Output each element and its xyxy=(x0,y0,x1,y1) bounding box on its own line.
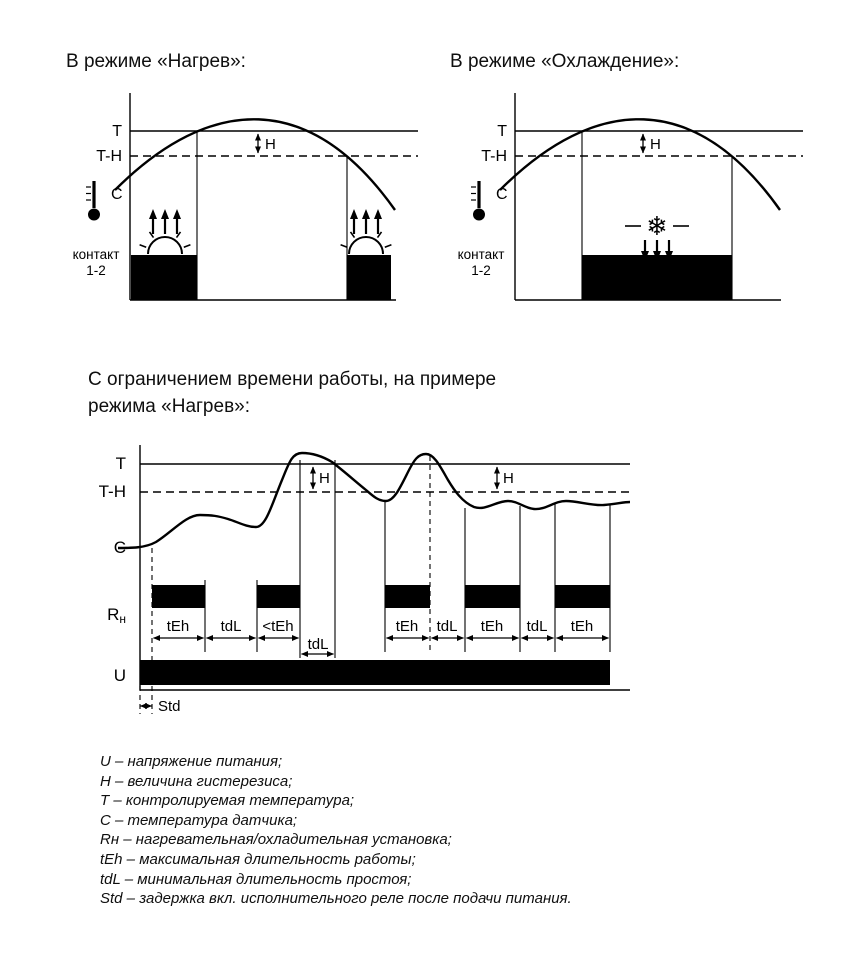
legend-item: Rн – нагревательная/охладительная устано… xyxy=(100,831,452,849)
legend-item: tdL – минимальная длительность простоя; xyxy=(100,870,412,888)
interval-label: tdL xyxy=(221,618,242,635)
time-limit-axes xyxy=(139,445,630,691)
t-label: T xyxy=(112,123,122,140)
interval-label: tdL xyxy=(527,618,548,635)
legend-item: tEh – максимальная длительность работы; xyxy=(100,850,416,868)
contact-label: контакт xyxy=(73,247,120,262)
snowflake-icon: ❄ xyxy=(646,212,668,242)
c-label: C xyxy=(111,186,123,203)
contact-label: 1-2 xyxy=(86,263,106,278)
t-label: T xyxy=(116,454,126,473)
limited-title-line2: режима «Нагрев»: xyxy=(88,396,251,417)
interval-label: tdL xyxy=(308,636,329,653)
limited-title-line1: С ограничением времени работы, на пример… xyxy=(88,369,497,390)
relay-on-bars xyxy=(152,585,610,608)
contact-label: 1-2 xyxy=(471,263,491,278)
contact-on-bar xyxy=(347,255,391,300)
supply-voltage-bar xyxy=(140,660,610,685)
temperature-curve xyxy=(499,118,781,211)
limited-mode-title: С ограничением времени работы, на пример… xyxy=(88,366,496,420)
legend-item: U – напряжение питания; xyxy=(100,753,283,770)
temperature-curve xyxy=(114,118,396,211)
contact-on-bar xyxy=(131,255,197,300)
temperature-curve xyxy=(117,451,631,550)
interval-label: tdL xyxy=(437,618,458,635)
interval-label: tEh xyxy=(571,618,594,635)
interval-label: <tEh xyxy=(262,618,293,635)
time-limit-diagram: tEh tdL <tEh tdL tEh tdL tEh tdL tEh T T… xyxy=(99,445,631,715)
c-label: C xyxy=(496,186,508,203)
thermometer-icon xyxy=(86,181,100,221)
timing-arrows xyxy=(153,635,609,657)
legend-item: C – температура датчика; xyxy=(100,811,298,829)
timing-labels: tEh tdL <tEh tdL tEh tdL tEh tdL tEh xyxy=(167,618,594,653)
interval-label: tEh xyxy=(396,618,419,635)
legend-item: Std – задержка вкл. исполнительного реле… xyxy=(100,890,572,908)
h-label: H xyxy=(503,470,514,487)
cooling-icon: ❄ xyxy=(625,212,689,261)
interval-label: tEh xyxy=(167,618,190,635)
std-label: Std xyxy=(158,698,181,715)
t-h-label: T-H xyxy=(96,148,122,165)
t-h-label: T-H xyxy=(481,148,507,165)
heating-icon xyxy=(139,209,191,255)
legend-item: H – величина гистерезиса; xyxy=(100,772,293,790)
interval-label: tEh xyxy=(481,618,504,635)
heating-mode-title: В режиме «Нагрев»: xyxy=(66,51,246,72)
thermometer-icon xyxy=(471,181,485,221)
heating-icon xyxy=(340,209,392,255)
contact-label: контакт xyxy=(458,247,505,262)
cooling-diagram: ❄ T T-H C H контакт 1-2 xyxy=(458,93,803,301)
h-label: H xyxy=(319,470,330,487)
heating-diagram: T T-H C H контакт 1-2 xyxy=(73,93,418,301)
h-label: H xyxy=(650,136,661,153)
h-label: H xyxy=(265,136,276,153)
interval-boundaries xyxy=(139,456,611,714)
t-h-label: T-H xyxy=(99,482,126,501)
contact-on-bar xyxy=(582,255,732,300)
relay-label: Rн xyxy=(107,605,126,626)
c-label: C xyxy=(114,538,126,557)
legend: U – напряжение питания; H – величина гис… xyxy=(100,752,572,909)
legend-item: T – контролируемая температура; xyxy=(100,792,355,810)
cooling-mode-title: В режиме «Охлаждение»: xyxy=(450,51,680,72)
t-label: T xyxy=(497,123,507,140)
u-label: U xyxy=(114,666,126,685)
